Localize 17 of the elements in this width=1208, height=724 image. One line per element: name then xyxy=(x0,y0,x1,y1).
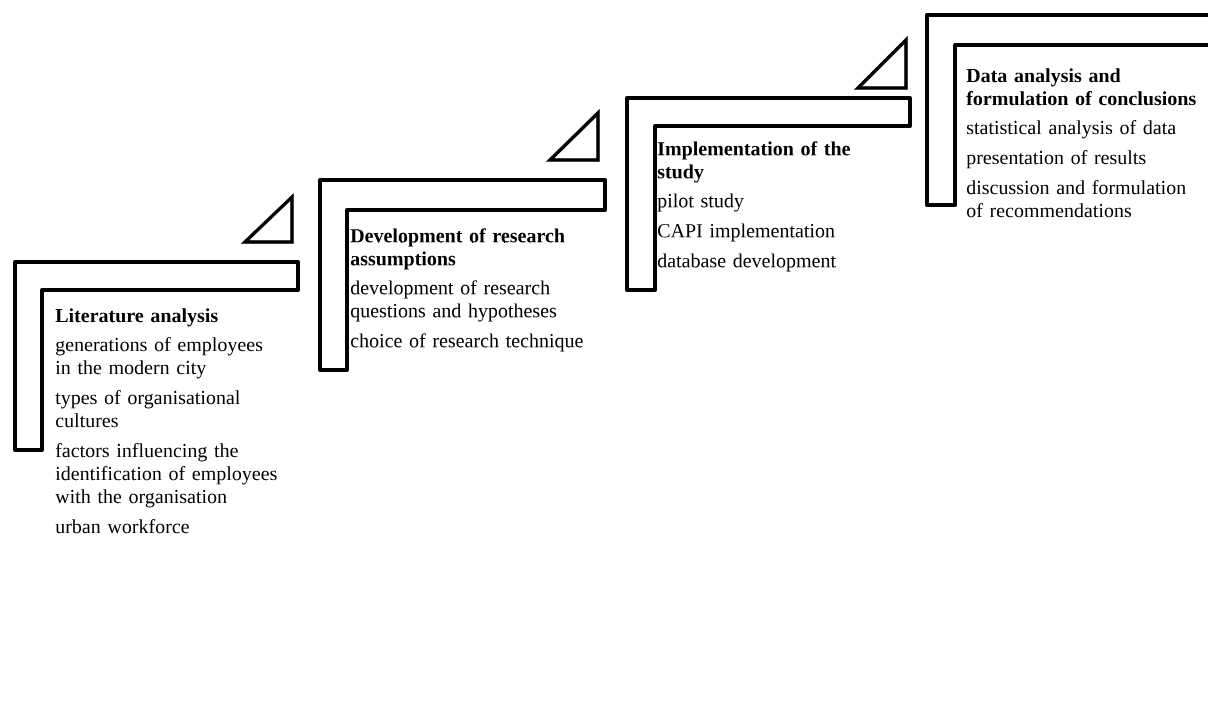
list-item: CAPI implementation xyxy=(658,223,835,242)
step-bracket xyxy=(318,178,607,372)
list-item: choice of research technique xyxy=(350,333,583,352)
step-bracket xyxy=(625,96,912,292)
step-bracket xyxy=(13,260,300,534)
list-item: presentation of results xyxy=(966,150,1146,169)
step-heading: Data analysis and formulation of conclusions xyxy=(966,68,1196,106)
list-item: pilot study xyxy=(657,193,744,212)
step-heading: Literature analysis xyxy=(55,308,218,327)
list-item: database development xyxy=(657,253,836,272)
list-item: development of research questions and hypotheses xyxy=(350,280,557,322)
list-item: statistical analysis of data xyxy=(967,120,1176,139)
step-bracket xyxy=(925,13,1208,218)
step-heading: Implementation of the study xyxy=(657,141,850,183)
list-item: urban workforce xyxy=(55,519,189,534)
list-item: discussion and formulation of recommendations xyxy=(966,180,1186,218)
step-heading: Development of research assumptions xyxy=(350,228,565,270)
